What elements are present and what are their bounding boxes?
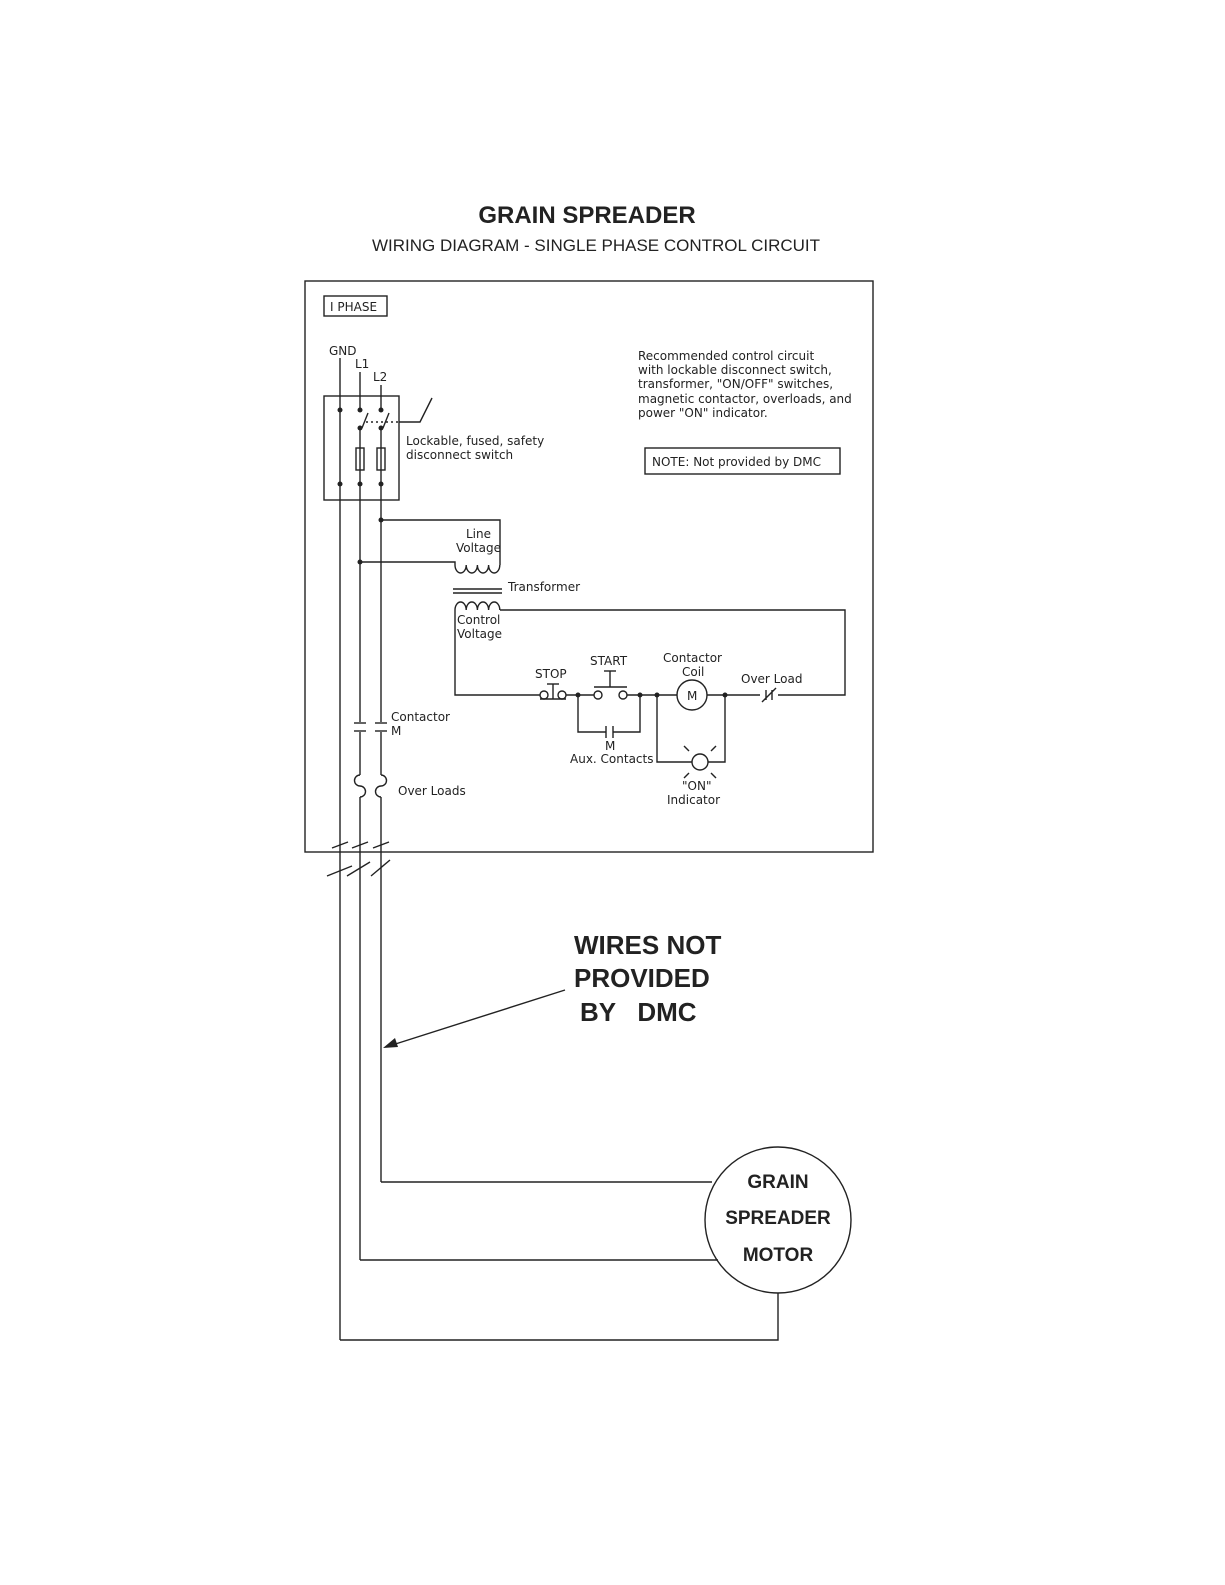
- aux-symbol: M: [605, 739, 615, 753]
- svg-text:with lockable disconnect switc: with lockable disconnect switch,: [638, 363, 832, 377]
- disconnect-switch: [323, 358, 433, 1340]
- control-voltage-label-2: Voltage: [457, 627, 502, 641]
- line-voltage-label-2: Voltage: [456, 541, 501, 555]
- wires-note-2: PROVIDED: [574, 963, 710, 993]
- contactor-label: Contactor: [391, 710, 450, 724]
- coil-label-2: Coil: [682, 665, 704, 679]
- control-circuit: [539, 670, 777, 779]
- control-panel-border: [304, 280, 874, 853]
- note-box: [644, 447, 841, 475]
- phase-label: I PHASE: [330, 300, 377, 314]
- transformer-label: Transformer: [507, 580, 580, 594]
- wires-note-3: BY DMC: [580, 997, 697, 1027]
- contactor-symbol: M: [391, 724, 401, 738]
- indicator-label-2: Indicator: [667, 793, 720, 807]
- disconnect-label-2: disconnect switch: [406, 448, 513, 462]
- motor-label-1: GRAIN: [747, 1172, 808, 1193]
- svg-text:Recommended control circuit: Recommended control circuit: [638, 349, 814, 363]
- l1-label: L1: [355, 357, 369, 371]
- wires-note-1: WIRES NOT: [574, 930, 721, 960]
- start-label: START: [590, 654, 628, 668]
- field-wires: [340, 989, 779, 1341]
- stop-label: STOP: [535, 667, 567, 681]
- coil-symbol: M: [687, 689, 697, 703]
- motor-circle: [704, 1146, 852, 1294]
- contactor-and-overloads: [326, 722, 391, 877]
- diagram-subtitle: WIRING DIAGRAM - SINGLE PHASE CONTROL CI…: [372, 236, 820, 255]
- transformer: [360, 519, 846, 696]
- overloads-label: Over Loads: [398, 784, 466, 798]
- line-voltage-label-1: Line: [466, 527, 491, 541]
- overload-label: Over Load: [741, 672, 802, 686]
- svg-text:magnetic contactor, overloads,: magnetic contactor, overloads, and: [638, 392, 852, 406]
- svg-text:transformer, "ON/OFF" switches: transformer, "ON/OFF" switches,: [638, 377, 833, 391]
- phase-box: [323, 295, 388, 317]
- indicator-label-1: "ON": [682, 779, 711, 793]
- svg-text:power "ON" indicator.: power "ON" indicator.: [638, 406, 768, 420]
- description-text: Recommended control circuit with lockabl…: [638, 349, 852, 420]
- l2-label: L2: [373, 370, 387, 384]
- disconnect-label-1: Lockable, fused, safety: [406, 434, 544, 448]
- diagram-title: GRAIN SPREADER: [478, 202, 695, 229]
- gnd-label: GND: [329, 344, 357, 358]
- motor-label-3: MOTOR: [743, 1245, 814, 1266]
- control-voltage-label-1: Control: [457, 613, 500, 627]
- coil-label-1: Contactor: [663, 651, 722, 665]
- note-text: NOTE: Not provided by DMC: [652, 455, 821, 469]
- motor-label-2: SPREADER: [725, 1208, 831, 1229]
- aux-contacts-label: Aux. Contacts: [570, 752, 653, 766]
